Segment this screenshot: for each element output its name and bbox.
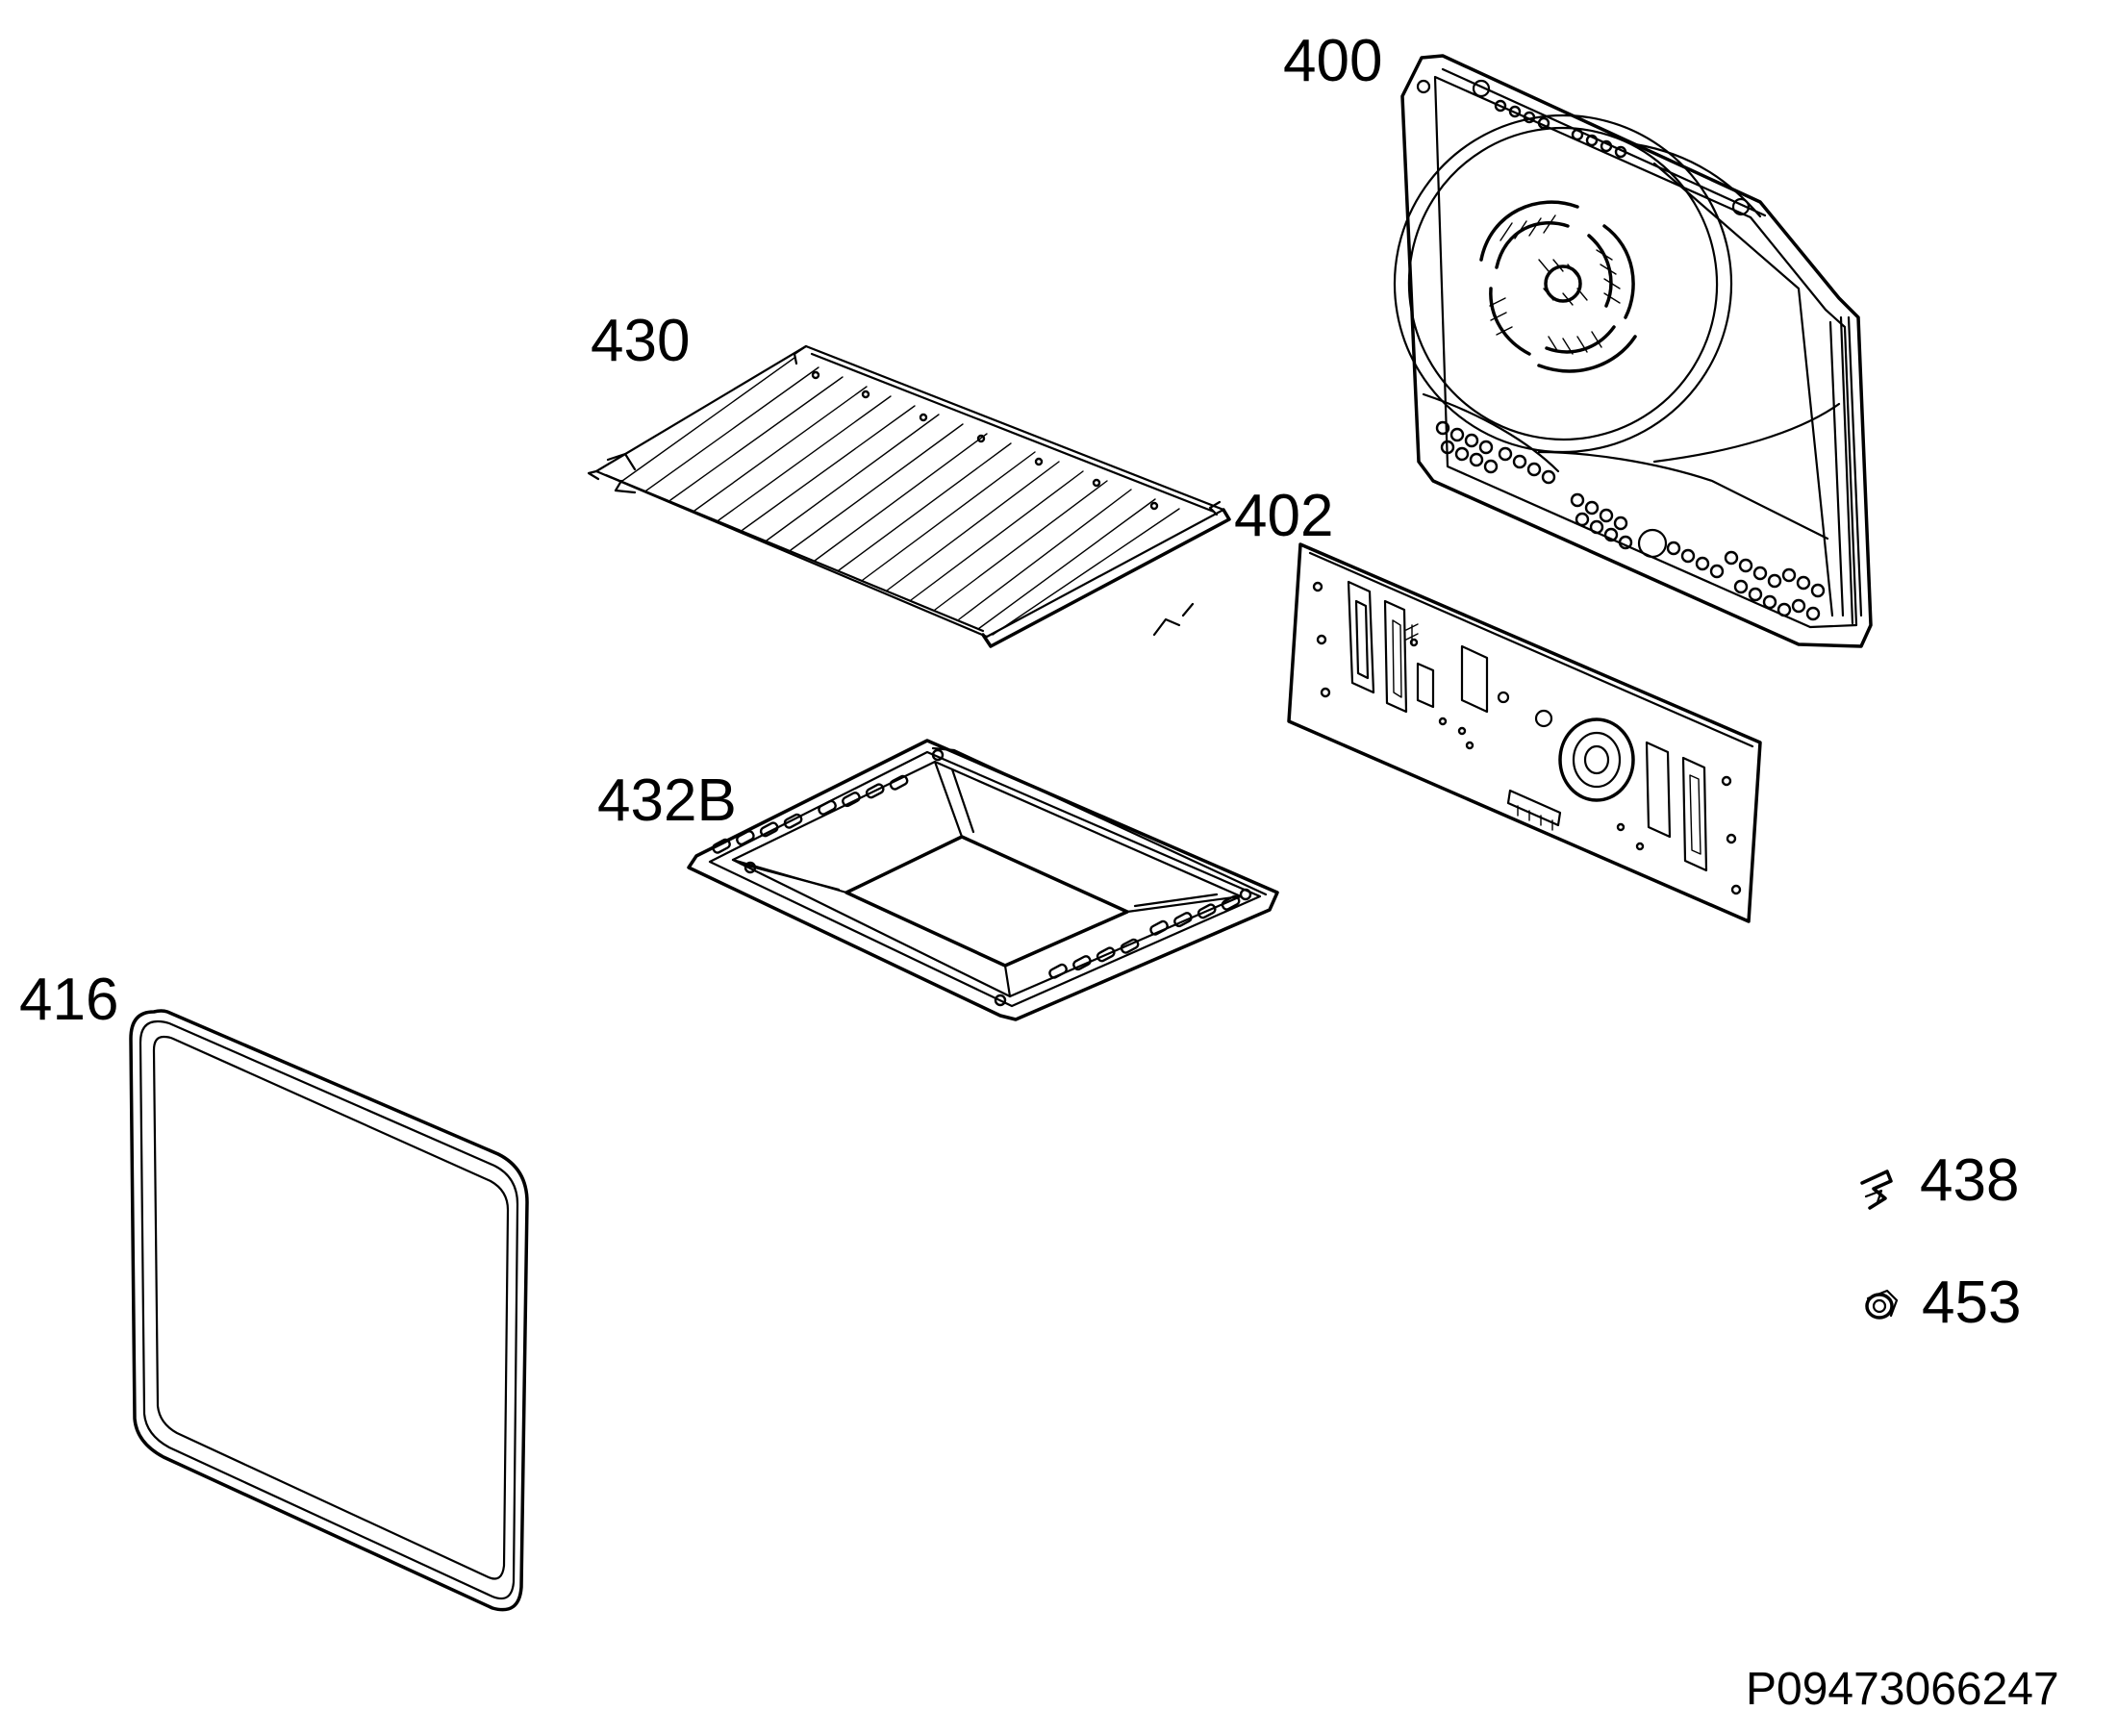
label-402: 402: [1234, 483, 1333, 549]
baking-tray: [687, 739, 1279, 1021]
label-432b: 432B: [597, 767, 737, 834]
drawing-code: P09473066247: [1746, 1664, 2059, 1715]
label-400: 400: [1283, 28, 1382, 94]
label-416: 416: [19, 967, 118, 1033]
label-453: 453: [1922, 1270, 2021, 1336]
fan-cover-back-panel: [1393, 54, 1873, 648]
wire-shelf-rack: [587, 344, 1231, 648]
label-430: 430: [591, 308, 690, 374]
clip-icon: [1860, 1170, 1893, 1210]
door-seal-gasket: [129, 1009, 529, 1612]
label-438: 438: [1920, 1147, 2019, 1214]
bushing-icon: [1865, 1289, 1899, 1320]
back-wall-plate: [1287, 542, 1762, 923]
